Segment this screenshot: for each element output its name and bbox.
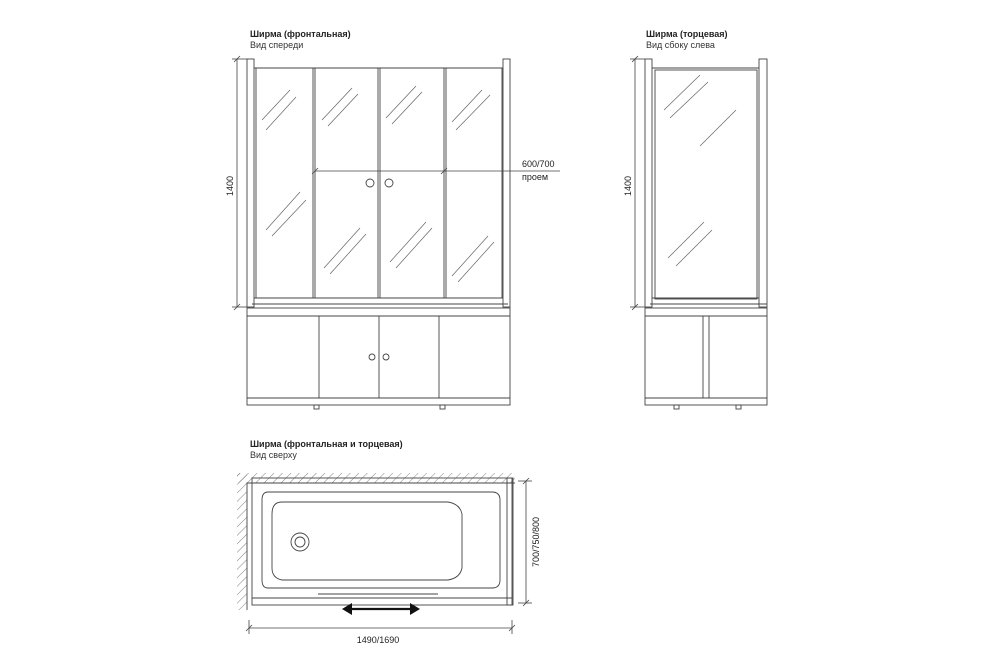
side-view [644, 58, 768, 410]
side-left-post [644, 58, 653, 308]
wall-left-hatch [237, 473, 247, 610]
front-dimensions [232, 55, 560, 311]
side-cabinet [644, 307, 768, 406]
side-view-caption: Ширма (торцевая) Вид сбоку слева [646, 29, 728, 51]
front-foot-right [439, 404, 446, 410]
side-glass-panel [654, 69, 758, 300]
cabinet-knob-right [382, 353, 390, 361]
front-glass-panel-1 [255, 67, 314, 299]
top-view-caption: Ширма (фронтальная и торцевая) Вид сверх… [250, 439, 403, 461]
side-view-title: Ширма (торцевая) [646, 29, 728, 39]
top-view-title: Ширма (фронтальная и торцевая) [250, 439, 403, 449]
bath-outer [251, 477, 513, 606]
front-cabinet [246, 307, 511, 406]
cabinet-knob-left [368, 353, 376, 361]
top-depth-label: 700/750/800 [531, 517, 541, 567]
side-glass-reflections [663, 74, 737, 267]
side-height-label: 1400 [623, 176, 633, 196]
bath-rim [261, 491, 501, 589]
top-width-label: 1490/1690 [357, 635, 400, 645]
side-foot-right [735, 404, 742, 410]
drain-inner [294, 536, 306, 548]
top-view-subtitle: Вид сверху [250, 450, 297, 460]
top-dimensions [245, 477, 532, 634]
front-foot-left [313, 404, 320, 410]
front-opening-sub-label: проем [522, 172, 548, 182]
side-screen-top [506, 477, 514, 606]
front-door-handle-right [384, 178, 394, 188]
front-right-post [502, 58, 511, 308]
front-view-caption: Ширма (фронтальная) Вид спереди [250, 29, 351, 51]
front-height-label: 1400 [225, 176, 235, 196]
drain-outer [290, 532, 310, 552]
front-glass-panel-2 [314, 67, 379, 299]
front-left-post [246, 58, 255, 308]
front-door-handle-left [365, 178, 375, 188]
side-view-subtitle: Вид сбоку слева [646, 40, 715, 50]
side-right-post [758, 58, 768, 308]
side-dimensions [630, 55, 645, 311]
sliding-direction-arrow [342, 603, 420, 615]
front-glass-panel-4 [445, 67, 503, 299]
front-view-title: Ширма (фронтальная) [250, 29, 351, 39]
top-view [237, 473, 515, 615]
glass-reflections [261, 85, 495, 283]
bath-basin [271, 501, 463, 581]
front-view [246, 58, 511, 410]
front-opening-label: 600/700 [522, 159, 555, 169]
front-view-subtitle: Вид спереди [250, 40, 304, 50]
side-foot-left [673, 404, 680, 410]
